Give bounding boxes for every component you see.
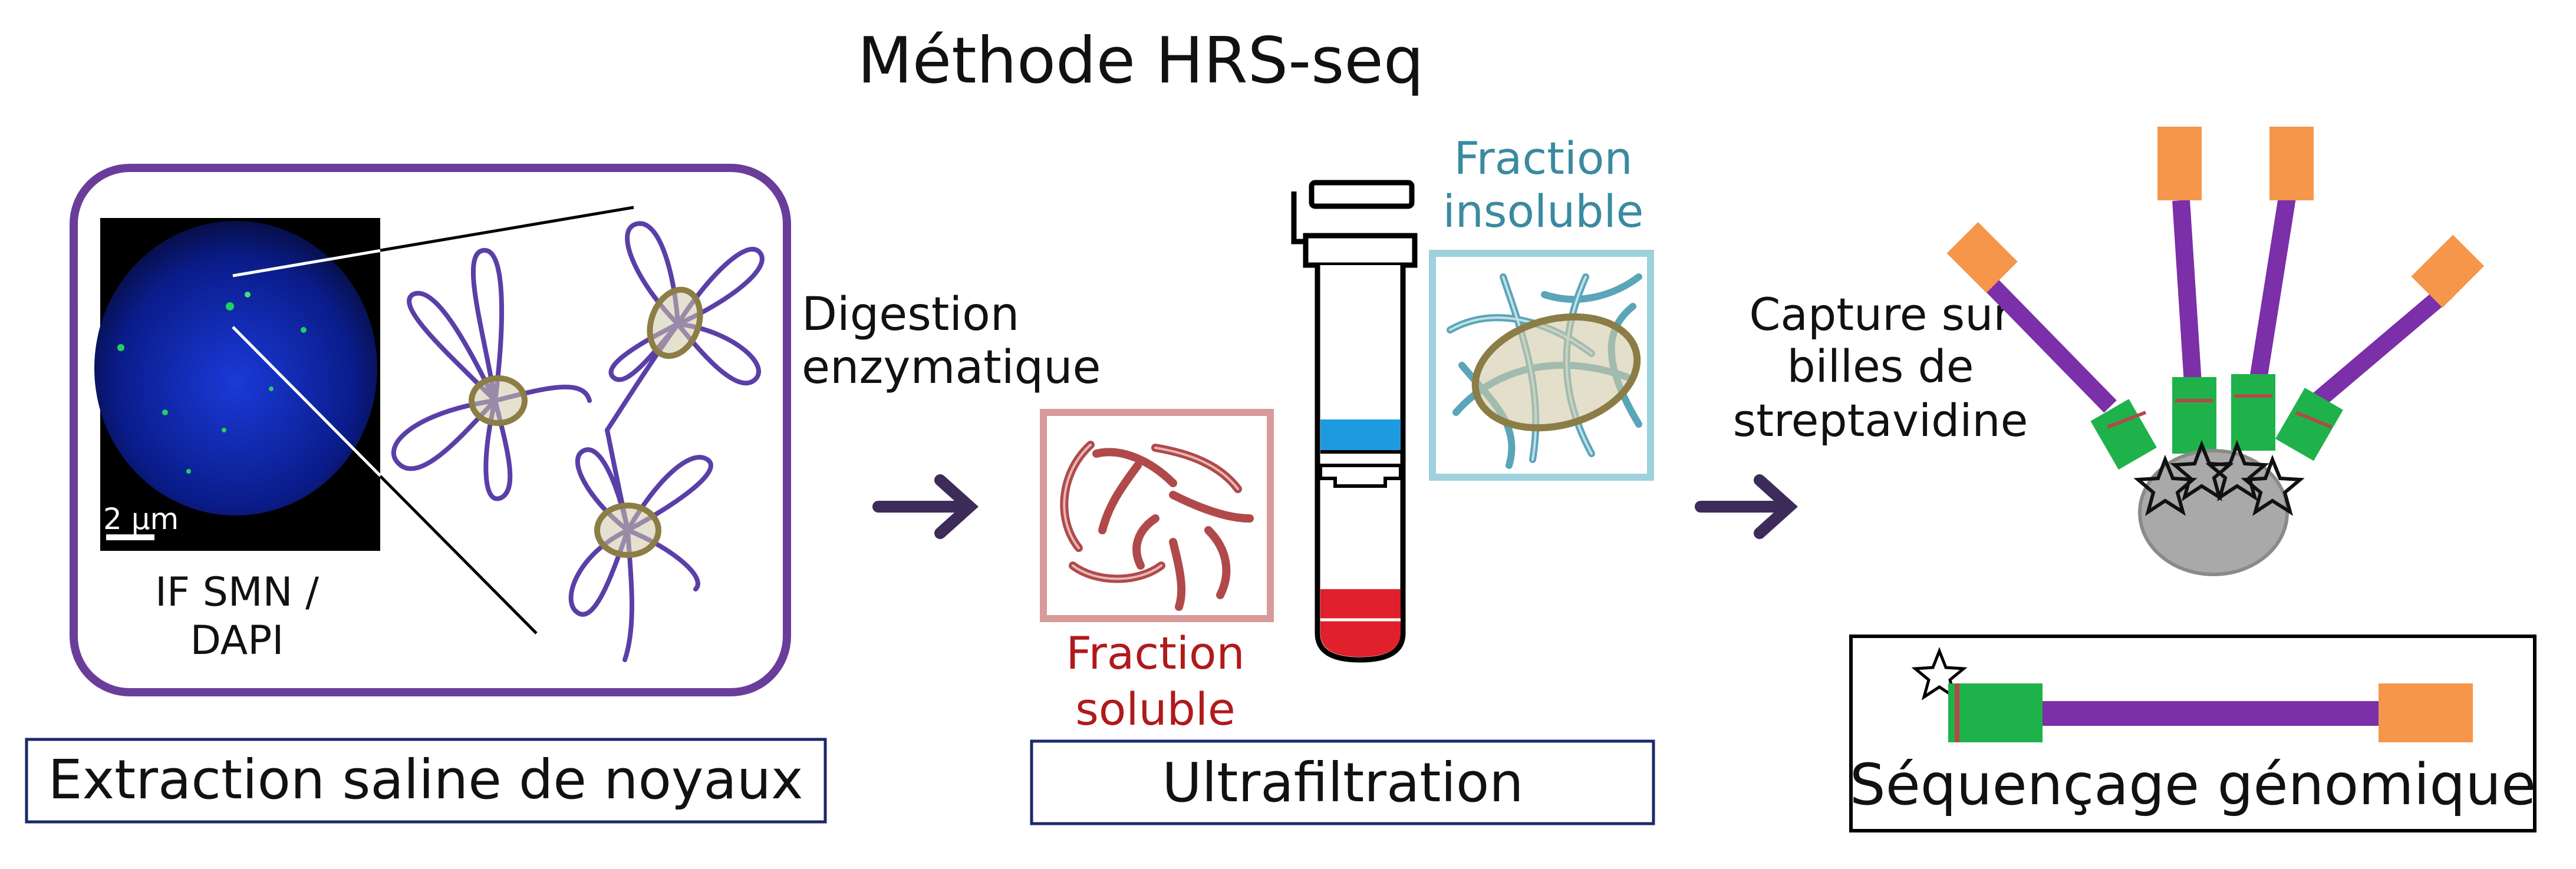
- insoluble-matrix-ellipse: [1471, 313, 1641, 432]
- digestion-line1: Digestion: [802, 288, 1019, 341]
- sequencing-panel: Séquençage génomique: [1849, 635, 2537, 832]
- zoom-line-bottom-outside: [379, 475, 538, 635]
- capture-line1: Capture sur: [1749, 288, 2012, 341]
- extraction-frame: [70, 164, 791, 696]
- filtrate-red-band: [1320, 589, 1401, 657]
- extraction-label-box: [25, 738, 827, 824]
- ultrafiltration-label-box: [1030, 739, 1655, 825]
- capture-line3: streptavidine: [1733, 394, 2028, 447]
- fragment-green-end: [1948, 683, 2043, 742]
- arrow-step1: [872, 474, 979, 539]
- zoom-line-top-outside: [380, 206, 634, 252]
- diagram-title: Méthode HRS-seq: [858, 24, 1424, 98]
- insoluble-label-line1: Fraction: [1454, 132, 1632, 184]
- insoluble-fraction-box: [1429, 250, 1654, 481]
- soluble-label-line1: Fraction: [1066, 627, 1244, 679]
- capture-line2: billes de: [1787, 340, 1974, 392]
- matrix-attachment-sites: [469, 286, 703, 558]
- digestion-line2: enzymatique: [802, 341, 1101, 394]
- streptavidin-bead-capture: [1946, 127, 2485, 576]
- soluble-fraction-box: [1040, 409, 1274, 622]
- panel-nuclear-extraction: 2 µm: [70, 164, 791, 696]
- fragment-dna-body: [2043, 701, 2379, 726]
- if-caption-line1: IF SMN /: [155, 569, 319, 616]
- filter-blue-band: [1320, 419, 1401, 452]
- ultrafiltration-tube: [1291, 180, 1418, 663]
- arrow-step2: [1695, 474, 1798, 539]
- if-caption-line2: DAPI: [190, 617, 284, 664]
- soluble-label-line2: soluble: [1075, 683, 1236, 735]
- insoluble-label-line2: insoluble: [1443, 185, 1644, 237]
- fragment-orange-end: [2379, 683, 2473, 742]
- extraction-label: Extraction saline de noyaux: [48, 748, 803, 811]
- scale-bar-label: 2 µm: [103, 502, 179, 536]
- sequencing-label: Séquençage génomique: [1850, 752, 2536, 818]
- ultrafiltration-label: Ultrafiltration: [1162, 751, 1523, 814]
- chromatin-loops: [391, 221, 765, 662]
- microscopy-image: 2 µm: [94, 218, 380, 551]
